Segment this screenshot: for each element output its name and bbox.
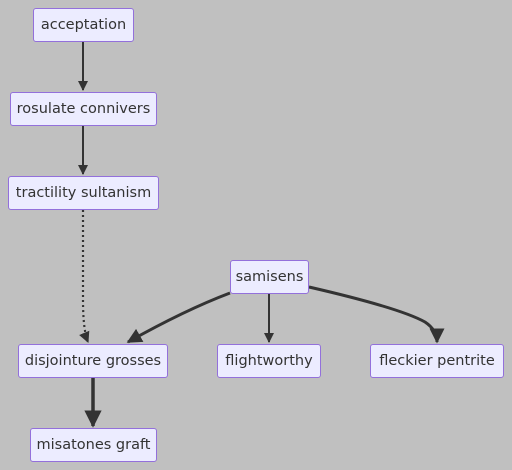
edge-samisens-to-fleckier-pentrite bbox=[308, 285, 445, 344]
edge-tractility-sultanism-to-disjointure-grosses bbox=[79, 210, 90, 344]
node-fleckier-pentrite[interactable]: fleckier pentrite bbox=[370, 344, 504, 378]
node-tractility-sultanism[interactable]: tractility sultanism bbox=[8, 176, 159, 210]
node-misatones-graft[interactable]: misatones graft bbox=[30, 428, 157, 462]
node-acceptation[interactable]: acceptation bbox=[33, 8, 134, 42]
node-flightworthy[interactable]: flightworthy bbox=[217, 344, 321, 378]
edge-samisens-to-disjointure-grosses bbox=[126, 291, 231, 344]
node-samisens[interactable]: samisens bbox=[230, 260, 309, 294]
node-rosulate-connivers[interactable]: rosulate connivers bbox=[10, 92, 157, 126]
node-disjointure-grosses[interactable]: disjointure grosses bbox=[18, 344, 168, 378]
